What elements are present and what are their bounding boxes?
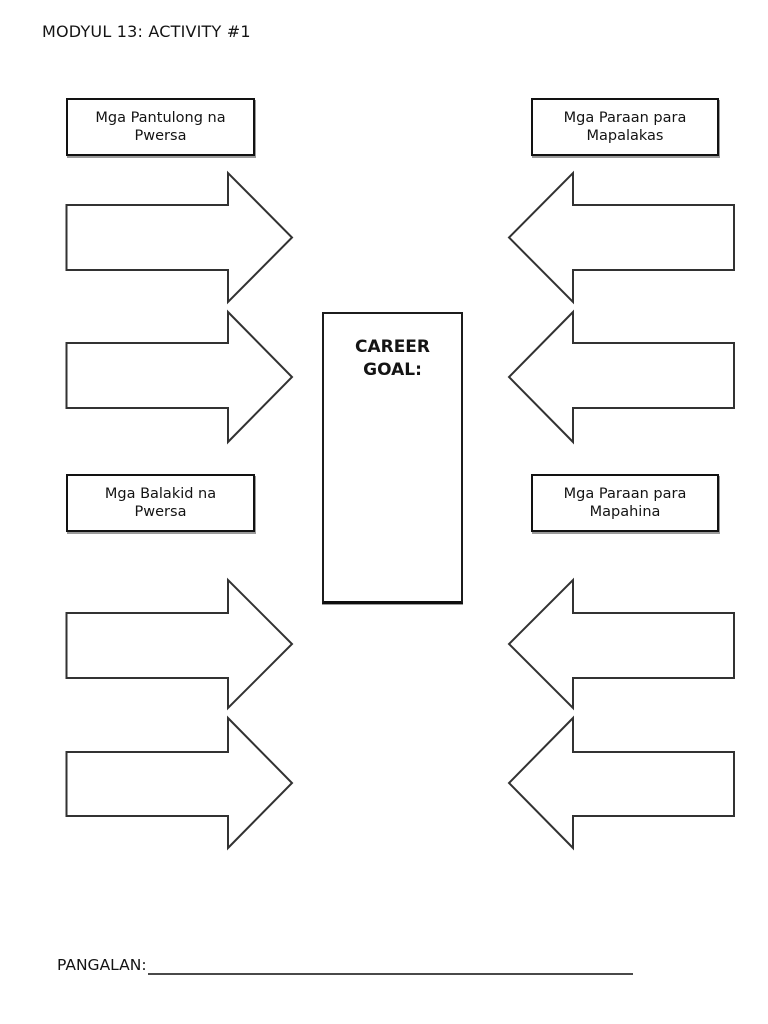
helping-forces-label: Mga Pantulong na Pwersa — [95, 110, 226, 144]
name-blank-line — [147, 955, 633, 975]
name-field-row: PANGALAN: — [57, 955, 633, 975]
ways-to-weaken-label: Mga Paraan para Mapahina — [563, 486, 687, 520]
block-arrow-left-icon-2 — [507, 309, 735, 445]
helping-forces-box: Mga Pantulong na Pwersa — [66, 98, 255, 156]
block-arrow-left-icon-3 — [507, 577, 735, 711]
block-arrow-right-icon-1 — [65, 170, 294, 305]
block-arrow-right-icon-3 — [65, 577, 294, 711]
page-title: MODYUL 13: ACTIVITY #1 — [42, 22, 251, 41]
ways-to-strengthen-label: Mga Paraan para Mapalakas — [563, 110, 687, 144]
block-arrow-left-icon-1 — [507, 170, 735, 305]
ways-to-weaken-box: Mga Paraan para Mapahina — [531, 474, 719, 532]
career-goal-box: CAREER GOAL: — [322, 312, 463, 604]
name-label: PANGALAN: — [57, 956, 147, 974]
ways-to-strengthen-box: Mga Paraan para Mapalakas — [531, 98, 719, 156]
block-arrow-left-icon-4 — [507, 715, 735, 851]
career-goal-label: CAREER GOAL: — [354, 337, 431, 380]
block-arrow-right-icon-2 — [65, 309, 294, 445]
block-arrow-right-icon-4 — [65, 715, 294, 851]
hindering-forces-box: Mga Balakid na Pwersa — [66, 474, 255, 532]
hindering-forces-label: Mga Balakid na Pwersa — [104, 486, 217, 520]
